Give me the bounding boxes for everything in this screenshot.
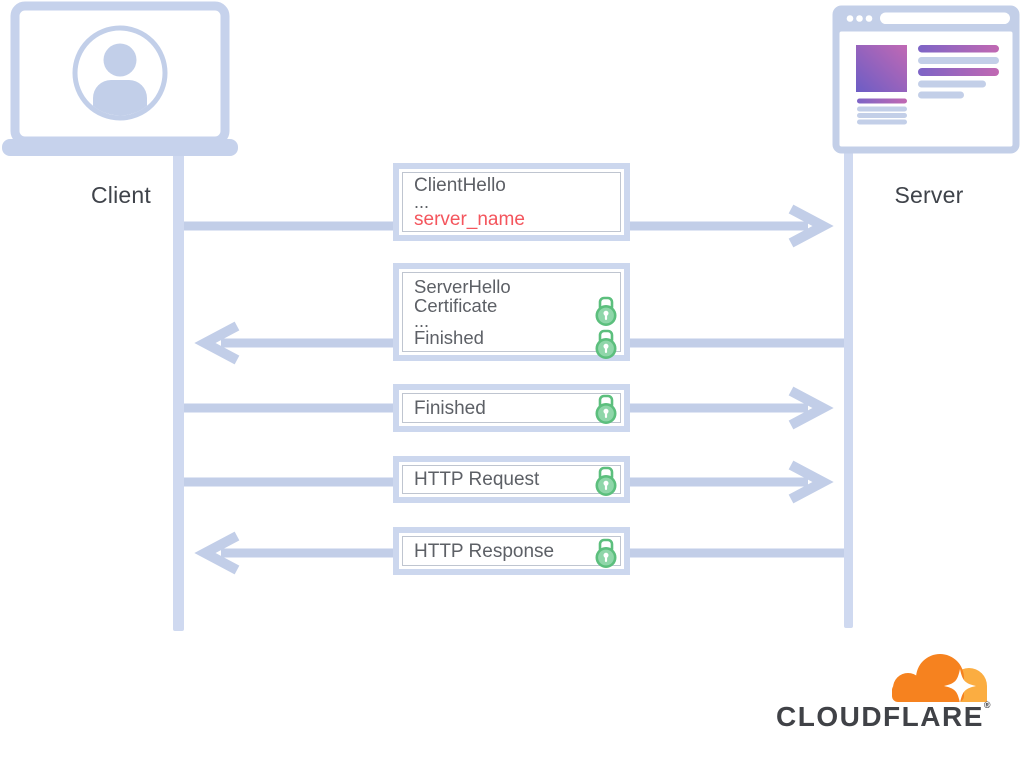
message-server-hello: ServerHello Certificate ... Finished [393,263,630,361]
lock-icon [595,538,617,568]
arrowhead-left-icon [194,531,240,575]
browser-dots-icon [846,15,873,22]
lock-icon [595,466,617,496]
browser-urlbar-icon [880,12,1010,24]
message-line: Finished [414,326,484,348]
message-line: ClientHello [414,174,506,196]
message-finished: Finished [393,384,630,432]
cloudflare-logo: CLOUDFLARE® [770,648,1010,748]
message-http-request: HTTP Request [393,456,630,503]
server-lifeline [844,151,853,628]
lock-icon [595,394,617,424]
message-line: Finished [414,397,486,419]
message-line: Certificate [414,294,498,316]
browser-page-content [856,45,999,125]
arrowhead-right-icon [788,386,834,430]
ellipsis-line: ... [414,310,430,331]
lock-icon [595,296,617,326]
client-label: Client [90,182,151,208]
server-label: Server [894,182,964,208]
message-line: HTTP Response [414,540,555,562]
lock-icon [595,329,617,359]
server-name-highlight: server_name [414,208,525,230]
cloudflare-wordmark: CLOUDFLARE® [776,700,1006,733]
registered-mark: ® [983,700,991,710]
arrowhead-right-icon [788,204,834,248]
cloudflare-cloud-icon [892,654,987,702]
message-line: HTTP Request [414,469,540,490]
message-line: ServerHello [414,275,511,297]
client-lifeline [173,153,184,631]
arrowhead-right-icon [788,460,834,504]
ellipsis-line: ... [414,191,430,212]
client-laptop-icon [2,1,238,156]
server-browser-icon [832,5,1020,154]
arrowhead-left-icon [194,321,240,365]
wordmark-text: CLOUDFLARE [776,701,984,732]
user-avatar-icon [72,25,168,121]
message-client-hello: ClientHello ... server_name [393,163,630,241]
message-http-response: HTTP Response [393,527,630,575]
